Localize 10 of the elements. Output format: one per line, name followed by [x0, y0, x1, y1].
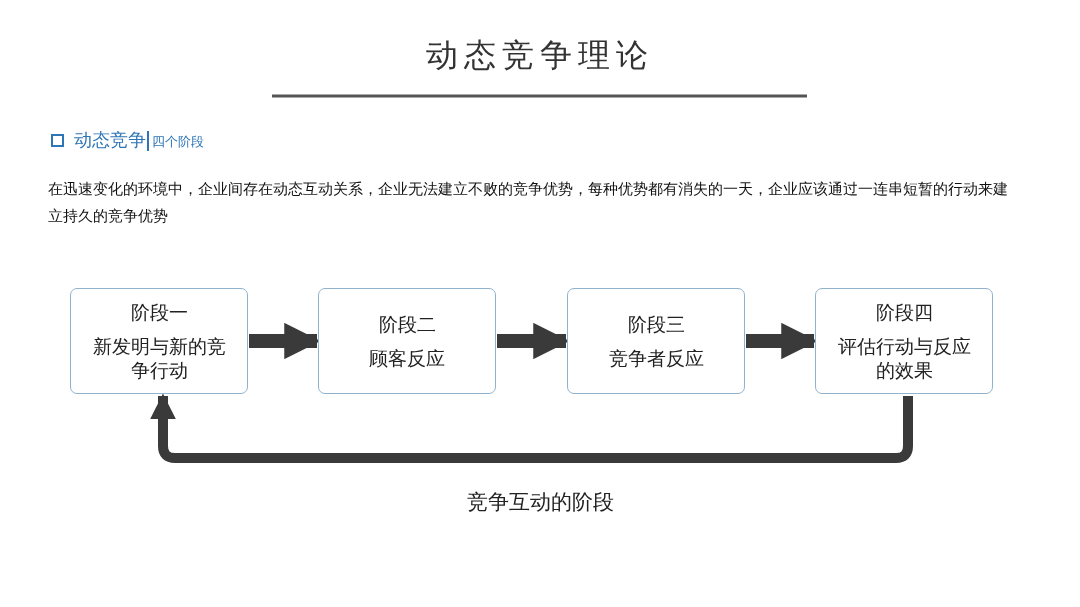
title: 动态竞争理论 [425, 35, 655, 76]
caption: 竞争互动的阶段 [465, 489, 615, 516]
section-heading: 动态竞争 [74, 128, 146, 152]
stage-box: 阶段二 顾客反应 [318, 288, 496, 394]
description-text: 在迅速变化的环境中，企业间存在动态互动关系，企业无法建立不败的竞争优势，每种优势都有消失的一天，企业应该通过一连串短暂的行动来建立持久的竞争优势 [48, 180, 1009, 226]
stage-box: 阶段四 评估行动与反应的效果 [815, 288, 993, 394]
stage-box: 阶段三 竞争者反应 [567, 288, 745, 394]
stage-box: 阶段一 新发明与新的竞争行动 [70, 288, 248, 394]
return-arrow [150, 393, 913, 463]
section-subheading: 四个阶段 [152, 133, 204, 151]
